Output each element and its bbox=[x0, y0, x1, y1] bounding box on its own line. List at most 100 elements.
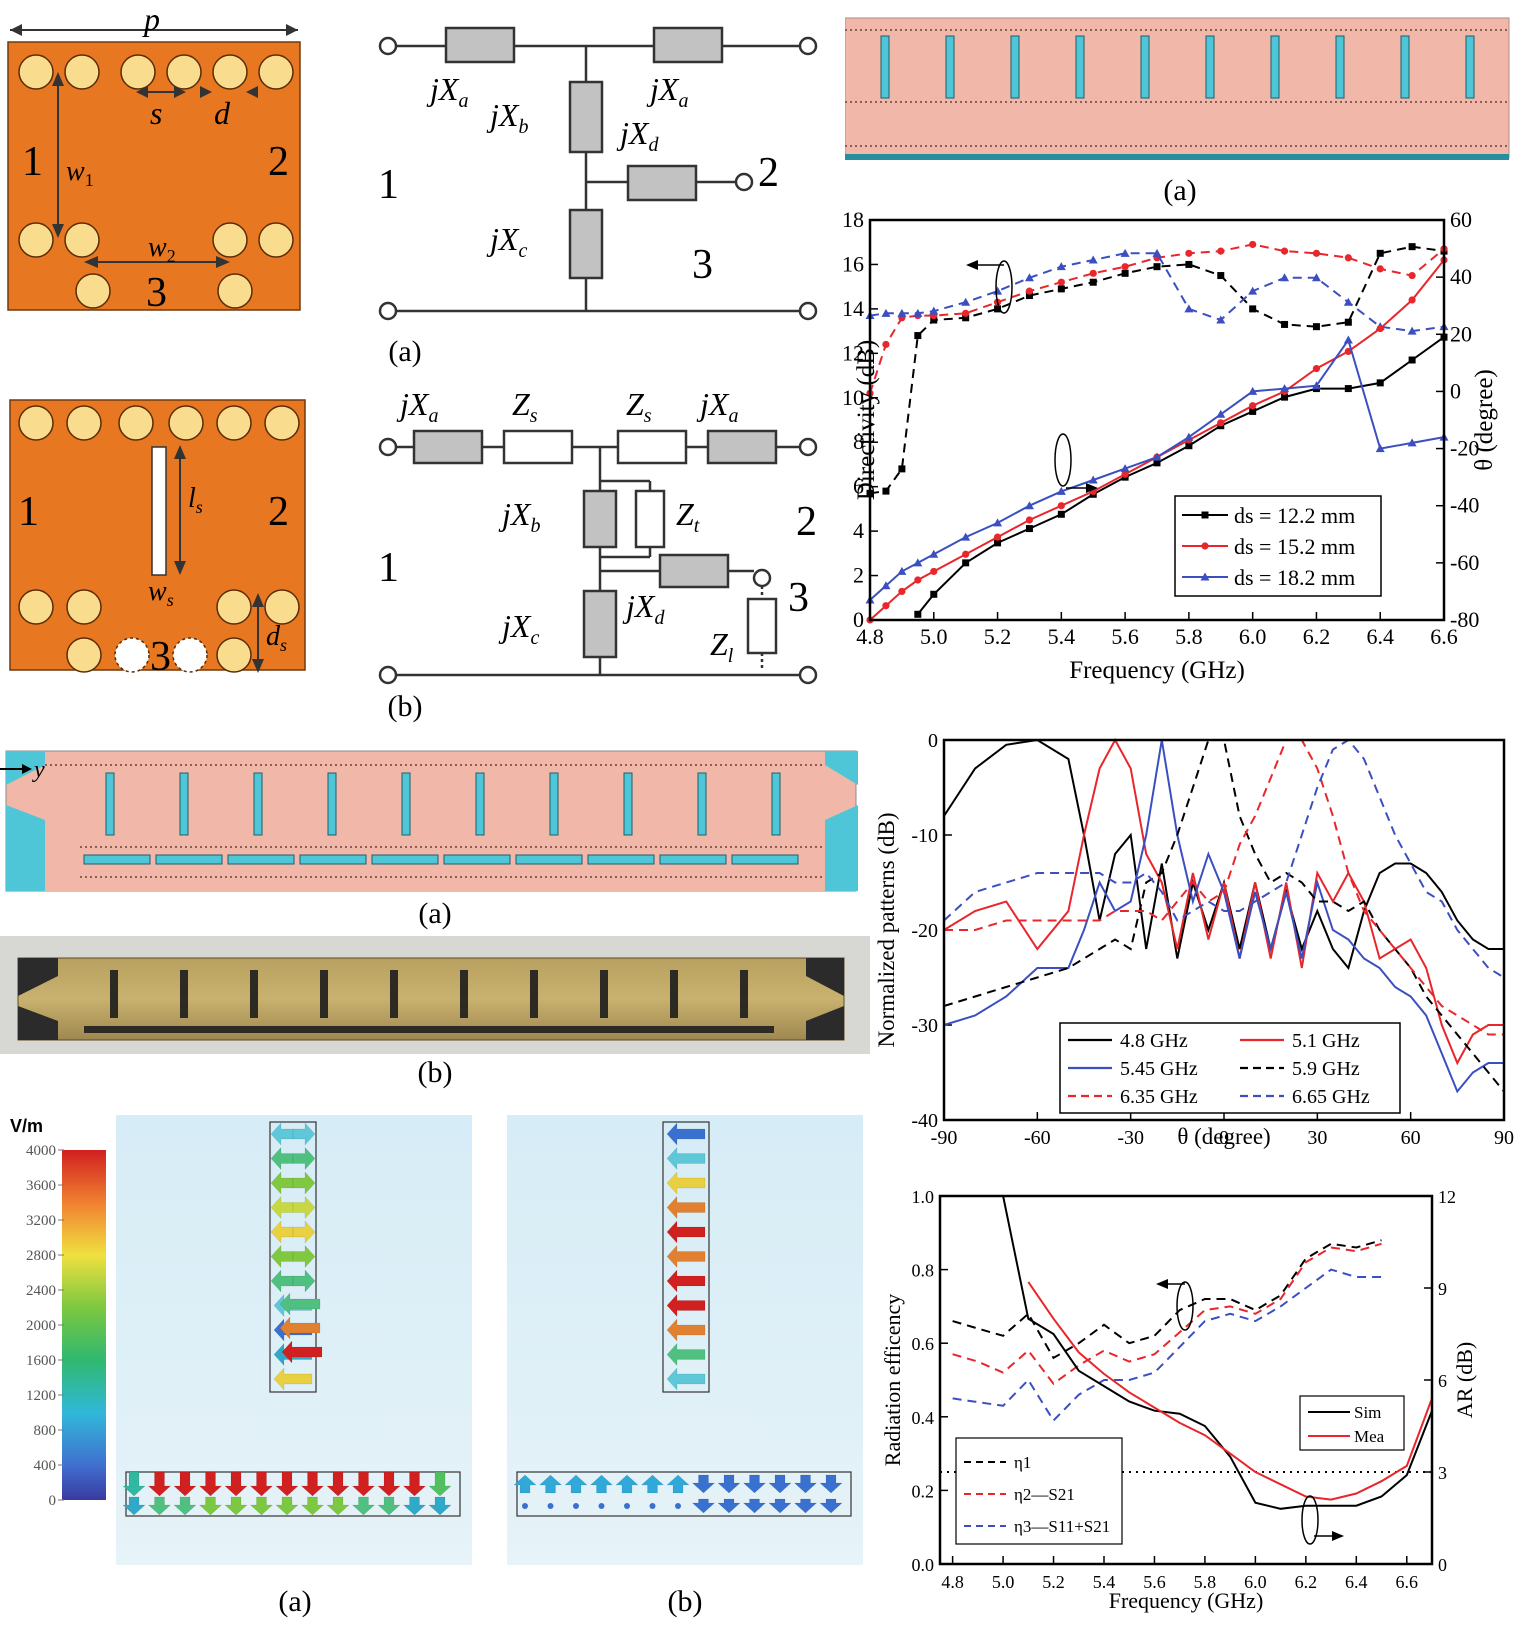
data-point bbox=[994, 539, 1002, 547]
x-axis-label: θ (degree) bbox=[1177, 1124, 1270, 1149]
efield-arrow bbox=[292, 1171, 316, 1195]
efield-arrow bbox=[538, 1474, 563, 1494]
efield-arrow bbox=[147, 1496, 172, 1516]
leaky-wave-layout-full: y bbox=[0, 750, 858, 892]
data-point bbox=[929, 549, 939, 558]
y-tick-label: 0.4 bbox=[912, 1408, 935, 1428]
reactance-xc bbox=[568, 208, 604, 280]
efield-arrow bbox=[224, 1496, 248, 1516]
data-point bbox=[1343, 297, 1353, 306]
y-axis-label: Normalized patterns (dB) bbox=[874, 812, 899, 1047]
x-tick-label: 5.8 bbox=[1175, 624, 1203, 649]
colorbar-tick-label: 4000 bbox=[26, 1143, 56, 1159]
data-point bbox=[1407, 438, 1417, 447]
data-point bbox=[930, 567, 938, 576]
y2-tick-label: -80 bbox=[1450, 607, 1479, 632]
data-point bbox=[1376, 324, 1384, 333]
x-tick-label: 5.0 bbox=[992, 1572, 1015, 1592]
efield-arrow bbox=[402, 1496, 427, 1516]
x-tick-label: 60 bbox=[1401, 1127, 1421, 1149]
data-point bbox=[1120, 248, 1130, 257]
efield-dot bbox=[522, 1503, 528, 1509]
label-d: d bbox=[214, 95, 231, 131]
series-line bbox=[952, 1268, 1382, 1423]
via-row-top bbox=[18, 54, 294, 90]
efield-arrow bbox=[292, 1195, 316, 1220]
efield-dot bbox=[624, 1503, 630, 1509]
via-row-bottom bbox=[18, 589, 300, 673]
series-line bbox=[944, 739, 1504, 1036]
efield-arrow bbox=[819, 1474, 843, 1494]
efield-arrow bbox=[270, 1122, 294, 1146]
data-point bbox=[1120, 464, 1130, 473]
efield-arrow bbox=[281, 1340, 323, 1364]
data-point bbox=[1280, 273, 1290, 282]
data-point bbox=[1280, 384, 1290, 393]
x-tick-label: -30 bbox=[1117, 1127, 1144, 1149]
axis-y-label: y bbox=[32, 757, 45, 783]
series-line bbox=[1027, 1281, 1433, 1501]
middle-layout-caption: (a) bbox=[418, 897, 452, 930]
series-line bbox=[943, 737, 1504, 1066]
port-2-label: 2 bbox=[796, 499, 817, 545]
reactance-xa-right bbox=[706, 429, 778, 465]
label-zl: Zl bbox=[710, 626, 734, 667]
y2-tick-label: 6 bbox=[1438, 1371, 1447, 1391]
data-point bbox=[1408, 243, 1416, 251]
efield-arrow bbox=[224, 1471, 248, 1497]
efield-arrow bbox=[589, 1474, 614, 1494]
data-point bbox=[994, 305, 1002, 313]
via-row-top bbox=[18, 405, 300, 441]
efield-arrow bbox=[666, 1220, 706, 1244]
y2-tick-label: 60 bbox=[1450, 210, 1472, 232]
data-point bbox=[961, 297, 971, 306]
data-point bbox=[1089, 278, 1097, 286]
radiating-slots bbox=[105, 772, 781, 836]
data-point bbox=[897, 566, 907, 575]
x-tick-label: 6.0 bbox=[1239, 624, 1267, 649]
port-1-label: 1 bbox=[378, 162, 399, 208]
label-ws: ws bbox=[148, 576, 174, 610]
data-point bbox=[1057, 510, 1065, 518]
data-point bbox=[929, 306, 939, 315]
data-point bbox=[1249, 402, 1257, 410]
data-point bbox=[914, 610, 922, 618]
data-point bbox=[962, 559, 970, 567]
legend-marker bbox=[1201, 542, 1209, 550]
port-2-label: 2 bbox=[758, 150, 779, 196]
substrate bbox=[7, 41, 301, 311]
y-tick-label: 14 bbox=[842, 296, 864, 321]
legend-label: 6.65 GHz bbox=[1292, 1086, 1370, 1108]
legend-label: 5.45 GHz bbox=[1120, 1058, 1198, 1080]
circuit-a-caption: (a) bbox=[388, 335, 422, 368]
data-point bbox=[1376, 249, 1384, 257]
arrowhead bbox=[1086, 483, 1098, 493]
efield-arrow bbox=[666, 1474, 690, 1494]
label-xd: jXd bbox=[622, 588, 665, 629]
efield-arrow bbox=[666, 1367, 706, 1391]
series-line bbox=[943, 738, 1505, 979]
reactance-xb bbox=[582, 489, 618, 549]
efield-arrow bbox=[768, 1474, 792, 1494]
legend-label: η3—S11+S21 bbox=[1014, 1517, 1110, 1536]
data-point bbox=[1312, 364, 1321, 373]
y-tick-label: 1.0 bbox=[912, 1187, 935, 1207]
x-tick-label: 5.6 bbox=[1111, 624, 1139, 649]
efield-arrow bbox=[351, 1471, 376, 1497]
efield-arrow bbox=[270, 1269, 294, 1293]
circuit-a-schematic: jXa jXa jXb jXd jXc 1 2 3 bbox=[378, 26, 818, 321]
x-tick-label: 6.2 bbox=[1295, 1572, 1318, 1592]
reactance-xc bbox=[582, 589, 618, 659]
y-tick-label: 8 bbox=[853, 429, 864, 454]
data-point bbox=[1217, 272, 1225, 280]
x-tick-label: 5.4 bbox=[1093, 1572, 1116, 1592]
data-point bbox=[1216, 315, 1226, 324]
y-tick-label: 0.8 bbox=[912, 1261, 935, 1281]
data-point bbox=[881, 308, 891, 317]
impedance-zs-left bbox=[502, 429, 574, 465]
reactance-xb bbox=[568, 80, 604, 154]
